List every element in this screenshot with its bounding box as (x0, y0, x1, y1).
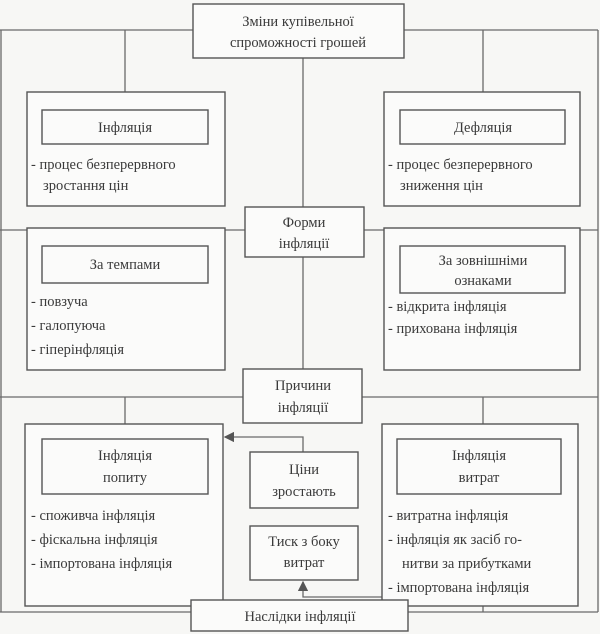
prices-rise-line-2: зростають (272, 484, 336, 500)
prices-rise-box: Ціни зростають (249, 451, 359, 509)
demand-item: - фіскальна інфляція (31, 532, 158, 548)
inflation-desc-1: - процес безперервного (31, 157, 176, 173)
cost-item: нитви за прибутками (402, 556, 531, 572)
cost-title-2: витрат (459, 470, 500, 486)
cost-pressure-line-1: Тиск з боку (268, 534, 340, 550)
top-line-2: спроможності грошей (230, 35, 366, 51)
cost-item: - витратна інфляція (388, 508, 509, 524)
arrow-to-pressure (297, 580, 382, 598)
forms-line-1: Форми (283, 215, 326, 231)
demand-item: - імпортована інфляція (31, 556, 173, 572)
cost-item: - імпортована інфляція (388, 580, 530, 596)
demand-title-2: попиту (103, 470, 148, 486)
consequences-box: Наслідки інфляції (190, 599, 409, 632)
inflation-desc-2: зростання цін (43, 178, 129, 194)
causes-box: Причини інфляції (242, 368, 363, 424)
by-rate-box: За темпами - повзуча - галопуюча - гіпер… (26, 227, 226, 371)
demand-item: - споживча інфляція (31, 508, 155, 524)
top-line-1: Зміни купівельної (242, 14, 354, 30)
cost-title-1: Інфляція (452, 448, 506, 464)
consequences-label: Наслідки інфляції (245, 609, 356, 625)
arrow-to-demand (223, 431, 304, 452)
deflation-box: Дефляція - процес безперервного зниження… (383, 91, 581, 207)
causes-line-1: Причини (275, 378, 331, 394)
cost-pressure-box: Тиск з боку витрат (249, 525, 359, 581)
inflation-box: Інфляція - процес безперервного зростанн… (26, 91, 226, 207)
by-signs-item: - прихована інфляція (388, 321, 518, 337)
by-signs-title-1: За зовнішніми (439, 253, 528, 269)
by-signs-title-2: ознаками (454, 273, 512, 289)
by-rate-item: - повзуча (31, 294, 88, 310)
demand-title-1: Інфляція (98, 448, 152, 464)
by-rate-item: - галопуюча (31, 318, 106, 334)
deflation-title: Дефляція (454, 120, 512, 136)
prices-rise-line-1: Ціни (289, 462, 319, 478)
cost-pressure-line-2: витрат (284, 555, 325, 571)
by-rate-item: - гіперінфляція (31, 342, 124, 358)
deflation-desc-1: - процес безперервного (388, 157, 533, 173)
forms-box: Форми інфляції (244, 206, 365, 258)
causes-line-2: інфляції (278, 400, 329, 416)
inflation-title: Інфляція (98, 120, 152, 136)
forms-line-2: інфляції (279, 236, 330, 252)
top-box: Зміни купівельної спроможності грошей (192, 3, 405, 59)
demand-inflation-box: Інфляція попиту - споживча інфляція - фі… (24, 423, 224, 607)
cost-inflation-box: Інфляція витрат - витратна інфляція - ін… (381, 423, 579, 607)
by-signs-box: За зовнішніми ознаками - відкрита інфляц… (383, 227, 581, 371)
cost-item: - інфляція як засіб го- (388, 532, 522, 548)
by-rate-title: За темпами (90, 257, 161, 273)
by-signs-item: - відкрита інфляція (388, 299, 507, 315)
deflation-desc-2: зниження цін (400, 178, 483, 194)
